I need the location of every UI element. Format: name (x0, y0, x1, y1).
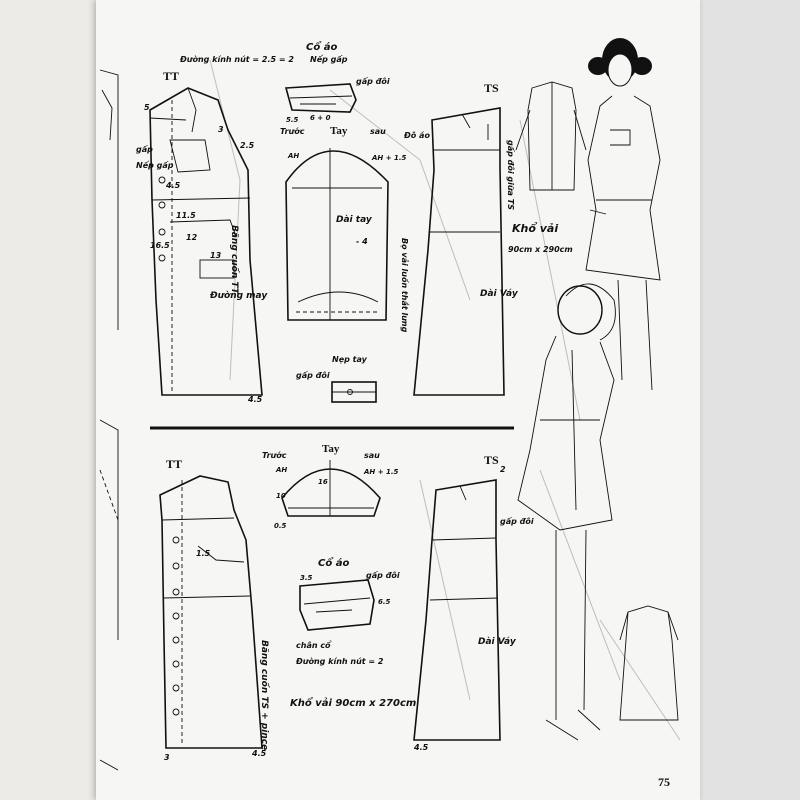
bottom-sleeve-ah1: AH (275, 466, 287, 474)
bottom-sleeve-num-16: 16 (318, 478, 328, 486)
top-sleeve-title: Tay (330, 125, 348, 137)
bottom-sleeve (281, 460, 381, 517)
bottom-back-bodice (413, 479, 501, 741)
top-back-bodice (413, 107, 505, 396)
top-num-45: 4.5 (165, 181, 181, 190)
top-num-45-hem: 4.5 (247, 395, 263, 404)
bottom-num-45-back: 4.5 (413, 743, 429, 752)
top-num-115: 11.5 (176, 211, 196, 220)
top-front-bodice (149, 87, 263, 396)
bottom-sleeve-back: sau (364, 451, 380, 460)
bottom-front-facing: Băng cuốn TS + pince (259, 640, 270, 750)
bottom-collar (299, 579, 375, 631)
top-collar-fold-double: gấp đôi (356, 76, 390, 86)
top-sleeve-back: sau (370, 127, 386, 136)
top-back-facing: Bọ vải luồn thắt lưng (400, 238, 410, 333)
top-fabric-width: Khổ vải (512, 222, 558, 235)
bottom-back-label: TS (484, 453, 499, 467)
top-num-13: 13 (210, 251, 222, 260)
top-front-facing-label: Băng cuốn TT (229, 225, 240, 295)
small-dress-sketch (619, 605, 679, 721)
top-sleeve-ah1: AH (287, 152, 299, 160)
top-seam-label: Đường may (209, 290, 268, 301)
bottom-front-label: TT (166, 457, 182, 471)
top-cuff (331, 381, 377, 403)
top-sleeve (285, 148, 389, 321)
top-back-label: TS (484, 81, 499, 95)
bottom-sleeve-front: Trước (262, 450, 287, 460)
top-sleeve-minus: - 4 (356, 237, 368, 246)
top-num-5: 5 (144, 103, 150, 112)
bottom-collar-foot: chân cổ (296, 639, 332, 650)
top-collar (284, 83, 357, 113)
fashion-illustration-bottom (517, 283, 616, 741)
bottom-sleeve-num-05: 0.5 (274, 522, 287, 530)
bottom-collar-num-35: 3.5 (300, 574, 313, 582)
page-sheet (96, 0, 700, 800)
left-page-pattern (99, 69, 119, 771)
top-cuff-title: Nẹp tay (332, 355, 368, 364)
small-shirt-sketch (515, 81, 587, 191)
top-back-fold: gấp đôi giữa TS (506, 140, 516, 210)
top-collar-measure-6: 6 + 0 (310, 114, 331, 122)
bottom-sleeve-ah2: AH + 1.5 (363, 468, 399, 476)
top-num-165: 16.5 (150, 241, 170, 250)
bottom-collar-num-65: 6.5 (378, 598, 391, 606)
top-fold-label: gấp (136, 144, 153, 154)
bottom-dress-length: Dài Váy (478, 637, 517, 647)
top-front-label: TT (163, 69, 179, 83)
top-fabric-size: 90cm x 290cm (508, 245, 573, 254)
fashion-illustration-top (585, 38, 661, 391)
top-collar-measure-s: 5.5 (286, 116, 299, 124)
bottom-num-45: 4.5 (251, 749, 267, 758)
bottom-num-15: 1.5 (196, 549, 211, 558)
page-number: 75 (658, 775, 670, 789)
bottom-collar-title: Cổ áo (318, 556, 349, 569)
top-num-25: 2.5 (240, 141, 255, 150)
top-yoke-label: Đô áo (403, 130, 430, 140)
top-dress-length: Dài Váy (480, 289, 519, 299)
bottom-sleeve-num-10: 10 (276, 492, 286, 500)
top-sleeve-length: Dài tay (336, 215, 373, 225)
top-num-3: 3 (218, 125, 224, 134)
bottom-num-3: 3 (164, 753, 170, 762)
bottom-front-bodice (159, 475, 263, 749)
top-sleeve-ah2: AH + 1.5 (371, 154, 407, 162)
top-num-12: 12 (186, 233, 198, 242)
bottom-fabric-text: Khổ vải 90cm x 270cm (290, 696, 416, 709)
top-sleeve-front: Trước (280, 126, 305, 136)
top-cuff-fold: gấp đôi (296, 370, 330, 380)
top-button-diameter: Đường kính nút = 2.5 = 2 (179, 54, 294, 64)
bottom-collar-fold: gấp đôi (366, 570, 400, 580)
top-collar-title: Cổ áo (306, 40, 337, 53)
bottom-sleeve-title: Tay (322, 443, 340, 455)
top-pleat-label: Nếp gấp (136, 160, 174, 170)
top-collar-fold: Nếp gấp (310, 54, 348, 64)
bottom-button-diameter: Đường kính nút = 2 (295, 656, 384, 666)
bottom-back-fold: gấp đôi (500, 516, 534, 526)
bottom-num-2: 2 (500, 465, 506, 474)
